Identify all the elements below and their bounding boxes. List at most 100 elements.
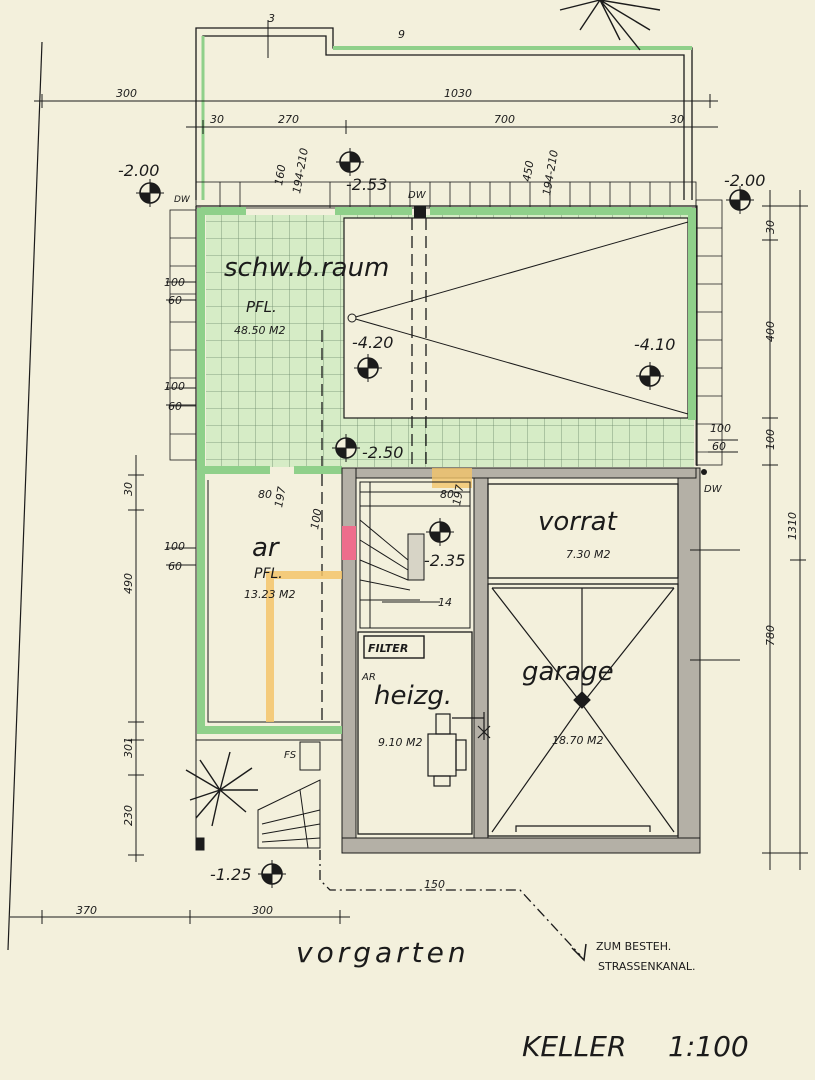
- dim-door-194-210: 194-210: [290, 147, 311, 195]
- pool-room-wall-outline: [195, 205, 698, 470]
- sewer-label-line1: ZUM BESTEH.: [596, 940, 671, 953]
- label-dw-right: DW: [704, 484, 723, 495]
- dim-right-1310: 1310: [786, 512, 799, 540]
- dim-win-60-b: 60: [168, 400, 182, 413]
- level-marker: [135, 178, 165, 208]
- plant-icon: [185, 751, 258, 827]
- dim-win-100-c: 100: [164, 540, 185, 553]
- dim-win-60-a: 60: [168, 294, 182, 307]
- dim-top-left: 300: [116, 87, 137, 100]
- dim-small-9: 9: [398, 28, 405, 41]
- label-ar-tag: AR: [361, 672, 376, 683]
- dim-win-100-d: 100: [710, 422, 731, 435]
- filter-box: [363, 635, 425, 659]
- level-top: -2.53: [346, 175, 387, 194]
- room-name-garage: garage: [522, 657, 614, 687]
- drawing-title: KELLER: [522, 1030, 626, 1063]
- dw-marker: [414, 206, 426, 218]
- dim-row2-a: 30: [210, 113, 224, 126]
- dim-win-450: 450: [520, 160, 536, 183]
- garage-cross: [491, 587, 675, 833]
- level-stair-top: -2.50: [362, 443, 403, 462]
- room-name-pool: schw.b.raum: [224, 253, 389, 283]
- dim-row2-d: 30: [670, 113, 684, 126]
- dw-marker: [701, 469, 707, 475]
- dim-win-100-b: 100: [164, 380, 185, 393]
- dim-left-30: 30: [122, 482, 135, 496]
- label-dw-mid: DW: [408, 190, 427, 201]
- sewer-line: [319, 850, 581, 956]
- label-dw-left: DW: [174, 195, 191, 205]
- level-marker: [725, 185, 755, 215]
- garden-label: vorgarten: [296, 936, 470, 969]
- level-marker: [425, 517, 455, 547]
- level-pool-right: -4.10: [634, 335, 675, 354]
- dim-row2-c: 700: [494, 113, 515, 126]
- dim-left-490: 490: [122, 573, 135, 594]
- dim-small-3: 3: [268, 12, 275, 25]
- pool-basin: [343, 217, 689, 419]
- lower-walls: [341, 467, 701, 854]
- ar-room-walls: [197, 470, 342, 734]
- level-pool-left: -4.20: [352, 333, 393, 352]
- dim-win-194-210: 194-210: [540, 149, 561, 197]
- pool-slope: [351, 317, 689, 415]
- level-entry: -1.25: [210, 865, 251, 884]
- dim-right-780: 780: [764, 625, 777, 646]
- room-area-garage: 18.70 M2: [552, 734, 603, 747]
- garage-room: [487, 583, 679, 837]
- level-marker: [257, 859, 287, 889]
- level-marker: [335, 147, 365, 177]
- staircase: [359, 481, 471, 629]
- yellow-beam-top: [432, 468, 472, 488]
- dim-door-197-a: 197: [272, 486, 288, 509]
- pipe-run: [266, 571, 342, 722]
- margin-line: [7, 41, 43, 951]
- dim-bottom-370: 370: [76, 904, 97, 917]
- dim-pipe-150: 150: [424, 878, 445, 891]
- label-fs: FS: [284, 750, 297, 761]
- room-name-heizung: heizg.: [374, 681, 452, 711]
- room-name-vorrat: vorrat: [538, 507, 618, 537]
- dim-win-100-a: 100: [164, 276, 185, 289]
- dim-door-80-b: 80: [440, 488, 454, 501]
- room-floor-pool: PFL.: [246, 298, 277, 316]
- room-name-ar: ar: [252, 533, 281, 563]
- dim-right-100: 100: [764, 429, 777, 450]
- dim-top-total: 1030: [444, 87, 472, 100]
- dim-win-60-c: 60: [168, 560, 182, 573]
- dim-bottom-300: 300: [252, 904, 273, 917]
- terrace: [195, 27, 693, 200]
- vorrat-room: [487, 483, 679, 579]
- level-ne: -2.00: [724, 171, 765, 190]
- dim-door-80-a: 80: [258, 488, 272, 501]
- drawing-scale: 1:100: [668, 1030, 749, 1063]
- heating-room: [357, 631, 473, 835]
- dim-left-301: 301: [122, 737, 135, 758]
- sewer-arrow-icon: [571, 943, 587, 962]
- room-area-ar: 13.23 M2: [244, 588, 295, 601]
- tree-icon: [559, 0, 661, 51]
- dim-row2-b: 270: [278, 113, 299, 126]
- dim-left-230: 230: [122, 805, 135, 826]
- pink-wall: [342, 526, 356, 560]
- boiler: [427, 712, 491, 787]
- dim-stair-14: 14: [438, 596, 452, 609]
- sewer-label-line2: STRASSENKANAL.: [598, 960, 696, 973]
- label-filter: FILTER: [368, 642, 408, 655]
- dim-door-197-b: 197: [450, 484, 466, 507]
- dimension-lines: [10, 20, 808, 924]
- pool-slope: [351, 221, 689, 319]
- room-floor-ar: PFL.: [254, 566, 283, 582]
- room-area-pool: 48.50 M2: [234, 324, 285, 337]
- dim-right-400: 400: [764, 321, 777, 342]
- dim-door-100: 100: [308, 508, 324, 531]
- pool-drain: [347, 313, 357, 323]
- level-stair: -2.35: [424, 551, 465, 570]
- beam-lines: [321, 218, 427, 720]
- dim-win-60-d: 60: [712, 440, 726, 453]
- level-nw: -2.00: [118, 161, 159, 180]
- room-area-vorrat: 7.30 M2: [566, 548, 610, 561]
- dim-door-160: 160: [272, 164, 288, 187]
